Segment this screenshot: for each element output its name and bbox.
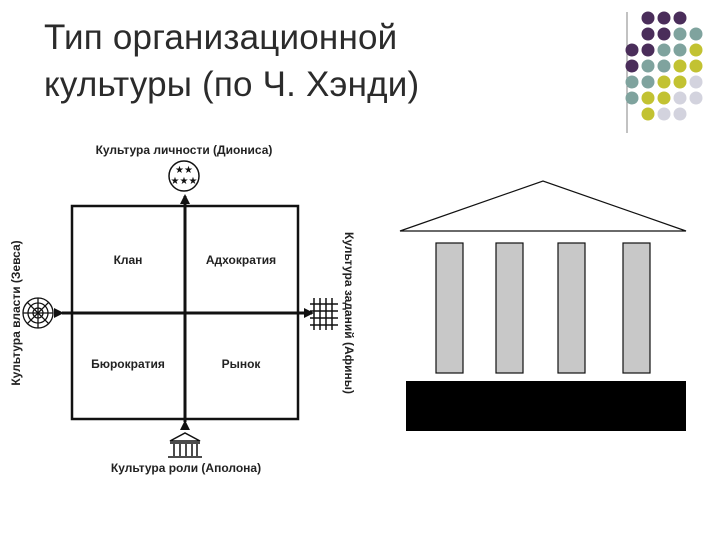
- temple-base: [406, 381, 686, 431]
- label-power-culture: Культура власти (Зевса): [9, 240, 23, 386]
- temple-column: [622, 242, 651, 374]
- temple-icon: [168, 432, 202, 458]
- temple-column: [557, 242, 586, 374]
- label-role-culture: Культура роли (Аполона): [110, 461, 262, 475]
- temple-column: [435, 242, 464, 374]
- decorative-dot-grid: [625, 11, 703, 133]
- temple-column: [495, 242, 524, 374]
- temple-pediment: [399, 180, 687, 232]
- stars-icon: ★★ ★★★: [168, 160, 200, 192]
- label-task-culture: Культура заданий (Афины): [342, 232, 356, 394]
- svg-text:★★★: ★★★: [171, 176, 198, 187]
- grid-icon: [310, 298, 338, 330]
- quadrant-market: Рынок: [221, 357, 261, 371]
- spiderweb-icon: [22, 297, 54, 329]
- label-person-culture: Культура личности (Диониса): [95, 143, 273, 157]
- temple-illustration: [399, 180, 687, 431]
- svg-text:★★: ★★: [175, 165, 193, 176]
- quadrant-adhocracy: Адхократия: [205, 253, 277, 267]
- quadrant-bureaucracy: Бюрократия: [91, 357, 165, 371]
- slide-title: Тип организационной культуры (по Ч. Хэнд…: [44, 18, 420, 104]
- quadrant-clan: Клан: [113, 253, 143, 267]
